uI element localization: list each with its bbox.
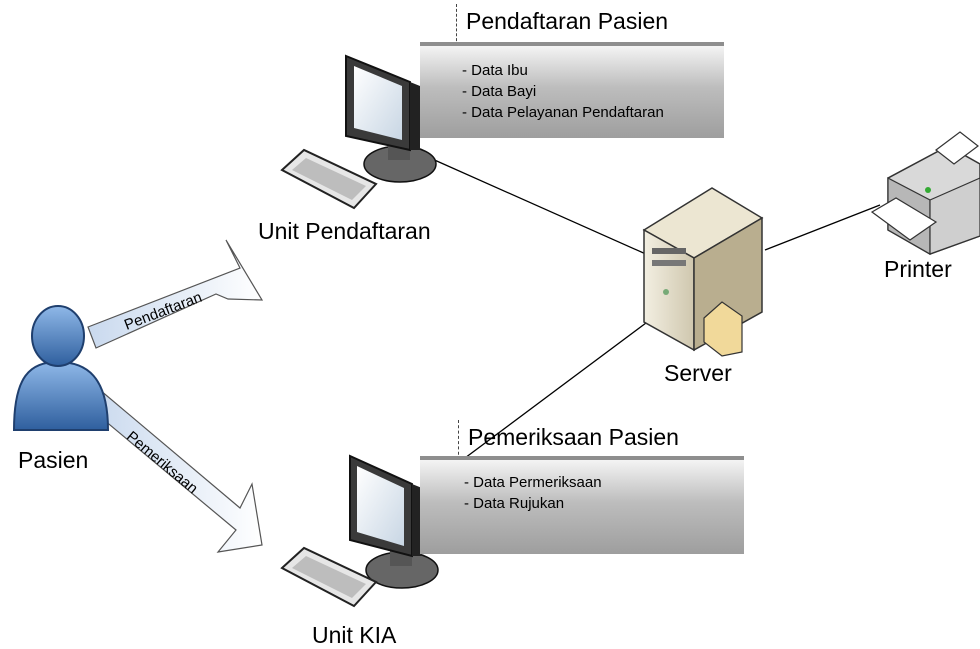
note-item: - Data Ibu — [462, 62, 528, 79]
label-printer: Printer — [884, 256, 952, 282]
label-pasien: Pasien — [18, 447, 89, 473]
link-server-printer — [764, 204, 881, 251]
printer-icon — [870, 131, 980, 256]
computer-icon-kia — [280, 454, 439, 608]
label-unit-pendaftaran: Unit Pendaftaran — [258, 218, 431, 244]
note-item: - Data Bayi — [462, 83, 537, 100]
note-box-pemeriksaan: - Data Permeriksaan - Data Rujukan — [420, 456, 744, 554]
note-title-pendaftaran: Pendaftaran Pasien — [466, 8, 669, 34]
link-pendaftaran-server — [429, 157, 649, 256]
note-item: - Data Pelayanan Pendaftaran — [462, 104, 664, 121]
arrow-pendaftaran — [87, 239, 264, 349]
person-icon — [12, 305, 110, 431]
label-server: Server — [664, 360, 732, 386]
note-title-pemeriksaan: Pemeriksaan Pasien — [468, 424, 679, 450]
note-item: - Data Rujukan — [464, 495, 565, 512]
computer-icon-pendaftaran — [280, 54, 437, 210]
note-divider-pendaftaran — [456, 4, 457, 46]
arrow-pemeriksaan — [91, 389, 263, 553]
note-divider-pemeriksaan — [458, 420, 459, 460]
note-item: - Data Permeriksaan — [464, 474, 602, 491]
label-unit-kia: Unit KIA — [312, 622, 397, 648]
note-box-pendaftaran: - Data Ibu - Data Bayi - Data Pelayanan … — [420, 42, 724, 138]
server-icon — [642, 187, 764, 357]
